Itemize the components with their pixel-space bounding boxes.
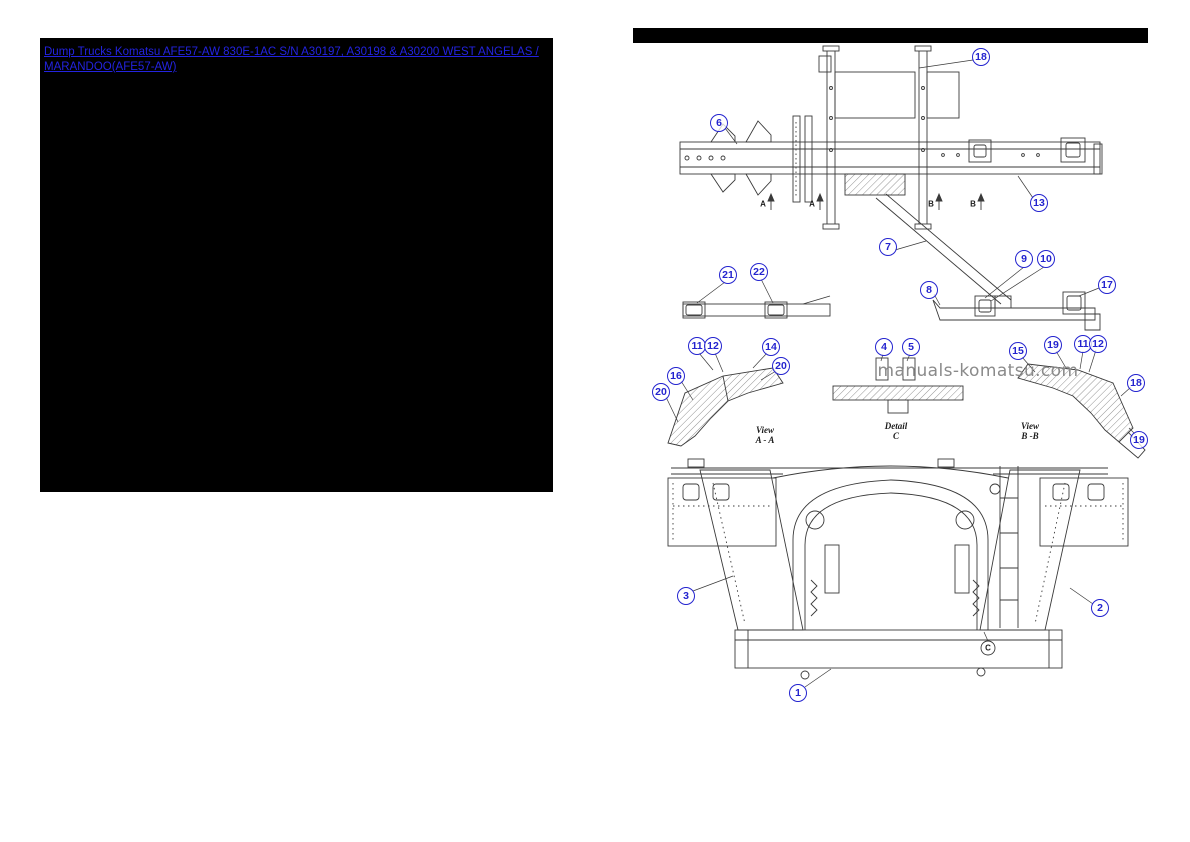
callout-3[interactable]: 3 bbox=[677, 587, 695, 605]
callout-2[interactable]: 2 bbox=[1091, 599, 1109, 617]
callout-14[interactable]: 14 bbox=[762, 338, 780, 356]
diagram-header-bar bbox=[633, 28, 1148, 43]
section-marker: A bbox=[760, 199, 766, 209]
callout-7[interactable]: 7 bbox=[879, 238, 897, 256]
callout-5[interactable]: 5 bbox=[902, 338, 920, 356]
callout-18[interactable]: 18 bbox=[972, 48, 990, 66]
detail-c-drawing bbox=[832, 357, 964, 414]
callout-1[interactable]: 1 bbox=[789, 684, 807, 702]
callout-17[interactable]: 17 bbox=[1098, 276, 1116, 294]
view-label: B -B bbox=[1021, 431, 1039, 441]
callout-8[interactable]: 8 bbox=[920, 281, 938, 299]
callout-22[interactable]: 22 bbox=[750, 263, 768, 281]
breadcrumb-link[interactable]: Dump Trucks Komatsu AFE57-AW 830E-1AC S/… bbox=[44, 46, 539, 73]
callout-20[interactable]: 20 bbox=[772, 357, 790, 375]
section-marker: C bbox=[985, 643, 991, 653]
callout-4[interactable]: 4 bbox=[875, 338, 893, 356]
leader-lines bbox=[665, 59, 1137, 688]
callout-13[interactable]: 13 bbox=[1030, 194, 1048, 212]
view-label: View bbox=[755, 425, 775, 435]
callout-20[interactable]: 20 bbox=[652, 383, 670, 401]
callout-19[interactable]: 19 bbox=[1130, 431, 1148, 449]
left-panel: Dump Trucks Komatsu AFE57-AW 830E-1AC S/… bbox=[40, 38, 553, 492]
parts-diagram bbox=[665, 45, 1146, 688]
front-frame-drawing bbox=[667, 458, 1129, 680]
callout-9[interactable]: 9 bbox=[1015, 250, 1033, 268]
section-marker: B bbox=[970, 199, 976, 209]
callout-12[interactable]: 12 bbox=[1089, 335, 1107, 353]
callout-16[interactable]: 16 bbox=[667, 367, 685, 385]
watermark: manuals-komatsu.com bbox=[877, 361, 1079, 381]
view-label: A - A bbox=[755, 435, 775, 445]
callout-12[interactable]: 12 bbox=[704, 337, 722, 355]
callout-21[interactable]: 21 bbox=[719, 266, 737, 284]
callout-10[interactable]: 10 bbox=[1037, 250, 1055, 268]
view-label: Detail bbox=[884, 421, 908, 431]
section-marker: B bbox=[928, 199, 934, 209]
view-aa-drawing bbox=[667, 367, 784, 447]
callout-15[interactable]: 15 bbox=[1009, 342, 1027, 360]
view-label: C bbox=[892, 431, 900, 441]
section-marker: A bbox=[809, 199, 815, 209]
callout-18[interactable]: 18 bbox=[1127, 374, 1145, 392]
callout-19[interactable]: 19 bbox=[1044, 336, 1062, 354]
callout-6[interactable]: 6 bbox=[710, 114, 728, 132]
view-label: View bbox=[1020, 421, 1040, 431]
top-assembly-drawing bbox=[679, 45, 1103, 309]
bracket-drawing bbox=[682, 291, 1101, 331]
